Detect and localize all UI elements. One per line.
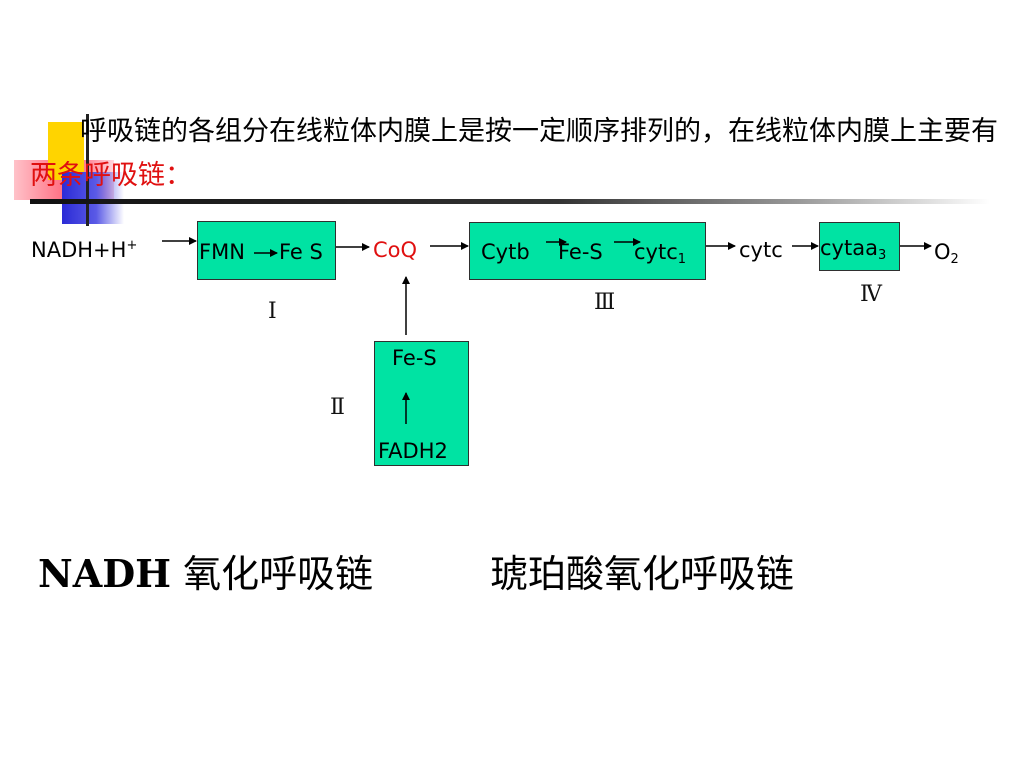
intro-highlight: 两条呼吸链： <box>30 160 192 191</box>
cytc1-label: cytc1 <box>634 240 687 267</box>
complex-4-box <box>819 222 900 271</box>
intro-paragraph: 呼吸链的各组分在线粒体内膜上是按一定顺序排列的，在线粒体内膜上主要有两条呼吸链： <box>30 110 1010 198</box>
succinate-chain-caption: 琥珀酸氧化呼吸链 <box>490 552 795 596</box>
complex-3-numeral: Ⅲ <box>594 290 616 315</box>
decorative-yellow-block <box>48 122 84 180</box>
cytc-label: cytc <box>739 238 783 262</box>
decorative-vertical-line <box>86 114 89 226</box>
complex-2-box <box>374 341 469 466</box>
complex-1-box <box>197 221 336 280</box>
complex-3-box <box>469 222 706 280</box>
complex-1-numeral: Ⅰ <box>268 299 277 324</box>
complex1-fes-label: Fe S <box>279 240 323 264</box>
coq-label: CoQ <box>373 238 418 262</box>
o2-label: O2 <box>934 240 959 267</box>
cytb-label: Cytb <box>481 240 530 264</box>
complex3-fes-label: Fe-S <box>558 240 603 264</box>
title-underline <box>30 199 990 204</box>
intro-text: 呼吸链的各组分在线粒体内膜上是按一定顺序排列的，在线粒体内膜上主要有 <box>80 116 998 147</box>
nadh-label: NADH+H+ <box>31 238 138 262</box>
fadh2-label: FADH2 <box>378 439 448 463</box>
nadh-chain-caption: NADH 氧化呼吸链 <box>38 551 374 596</box>
complex-2-numeral: Ⅱ <box>330 395 345 420</box>
complex-4-numeral: Ⅳ <box>860 282 882 307</box>
cytaa3-label: cytaa3 <box>820 236 887 263</box>
decorative-blue-block <box>62 172 124 224</box>
complex2-fes-label: Fe-S <box>392 346 437 370</box>
fmn-label: FMN <box>199 240 245 264</box>
